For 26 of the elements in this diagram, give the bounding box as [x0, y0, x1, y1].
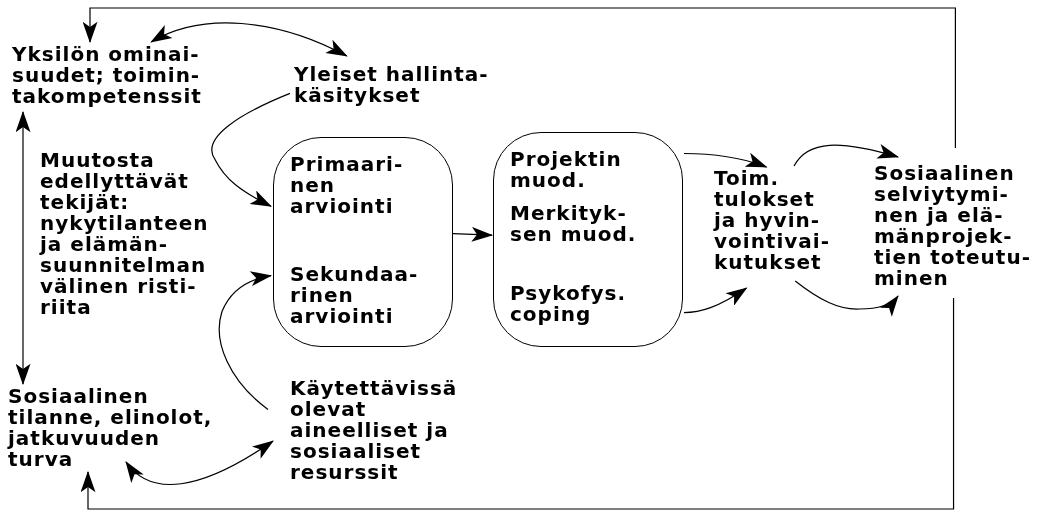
node-text: Käytettävissä olevat aineelliset ja sosiaaliset resurssit	[290, 378, 490, 483]
node-text: Yksilön ominai- suudet; toimin- takompetenssit	[12, 44, 244, 107]
arrow	[150, 22, 348, 57]
arrow	[683, 152, 768, 168]
arrow	[793, 144, 900, 167]
arrow	[211, 92, 291, 207]
box-text: Psykofys. coping	[510, 283, 627, 325]
arrow	[125, 440, 274, 486]
node-text: Yleiset hallinta- käsitykset	[294, 64, 534, 106]
arrow	[82, 7, 956, 149]
node-text: Sosiaalinen tilanne, elinolot, jatkuvuuden turva	[8, 386, 230, 470]
node-text: Toim. tulokset ja hyvin- vointivai- kutukset	[714, 168, 839, 273]
box-text: Sekundaa- rinen arviointi	[290, 264, 420, 327]
arrow	[80, 297, 955, 510]
arrow	[683, 287, 748, 314]
arrow	[218, 271, 273, 411]
box-text: Primaari- nen arviointi	[290, 154, 405, 217]
note-text: Muutosta edellyttävät tekijät: nykytilanteen ja elämän- suunnitelman välinen risti- riita	[40, 150, 210, 318]
rounded-box	[273, 137, 453, 347]
box-text: Projektin muod.	[510, 149, 623, 191]
node-text: Sosiaalinen selviytymi- nen ja elä- mänprojek- tien toteutu- minen	[874, 163, 1059, 289]
rounded-box	[493, 132, 683, 347]
box-text: Merkityk- sen muod.	[510, 203, 638, 245]
arrow	[452, 226, 494, 242]
arrow	[15, 110, 31, 386]
arrow	[794, 280, 899, 317]
